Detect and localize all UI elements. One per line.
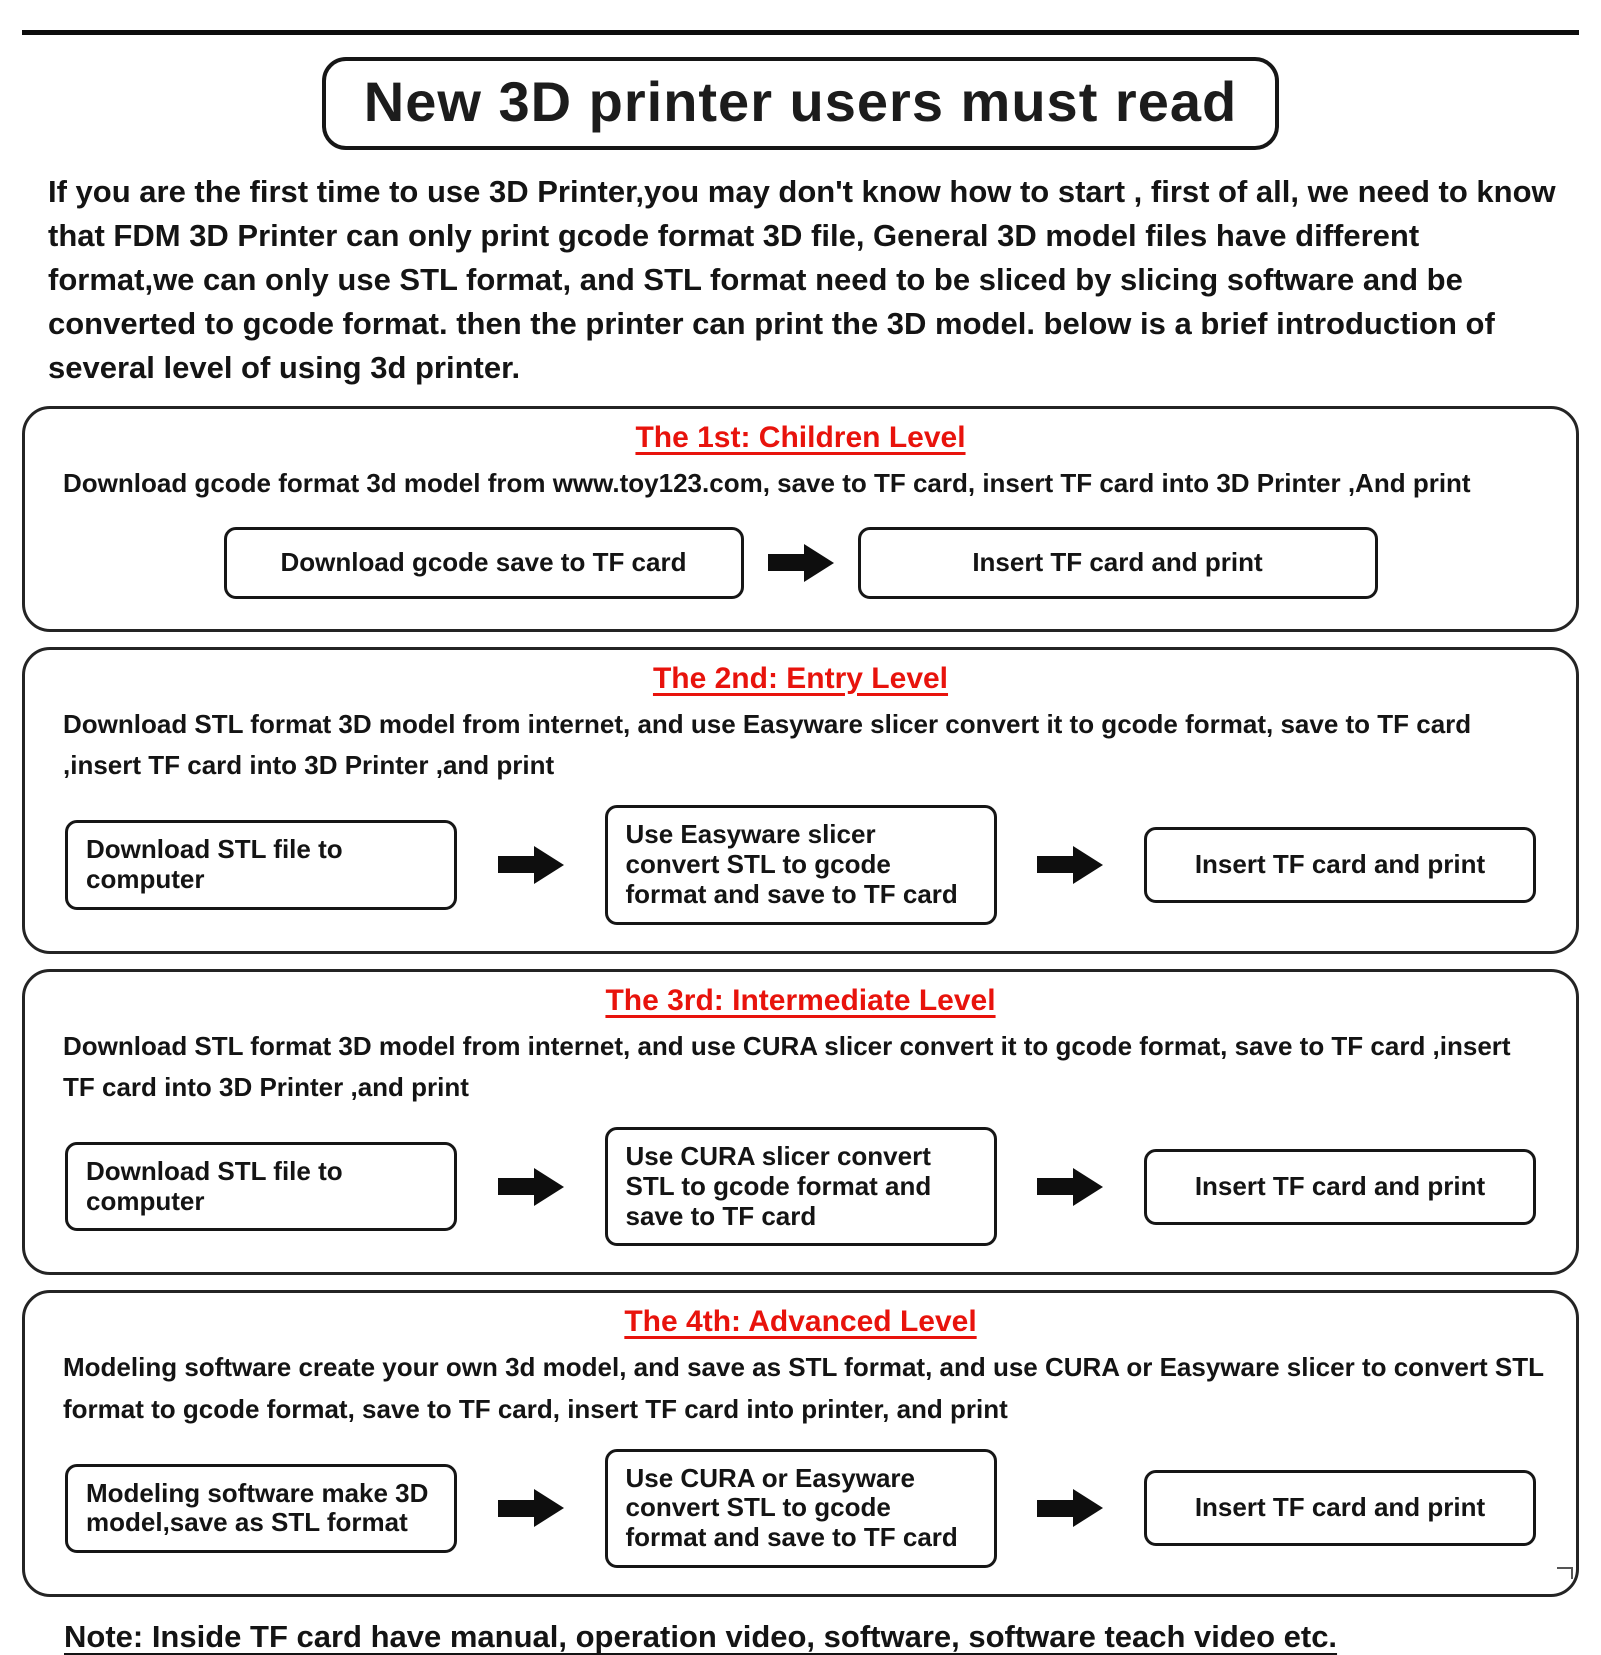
arrow-right-icon [497,845,564,884]
section-1-heading: The 1st: Children Level [635,421,966,455]
bottom-note: Note: Inside TF card have manual, operat… [64,1619,1338,1655]
arrow-right-icon [1037,1167,1104,1206]
instruction-page: New 3D printer users must read If you ar… [0,30,1601,1654]
flow-step: Use CURA slicer convert STL to gcode for… [604,1126,997,1247]
section-2-description: Download STL format 3D model from intern… [63,708,1472,781]
corner-mark [1557,1567,1573,1579]
flow-step: Modeling software make 3D model,save as … [65,1463,457,1554]
flow-step: Download STL file to computer [65,1141,457,1232]
arrow-right-icon [1037,845,1104,884]
intro-paragraph: If you are the first time to use 3D Prin… [48,174,1556,386]
section-4-description: Modeling software create your own 3d mod… [63,1352,1544,1424]
arrow-right-icon [497,1167,564,1206]
flow-step: Insert TF card and print [1144,1148,1536,1225]
flow-step: Insert TF card and print [1144,1470,1536,1547]
section-advanced-level: The 4th: Advanced Level Modeling softwar… [22,1290,1579,1598]
section-4-heading: The 4th: Advanced Level [624,1305,977,1339]
page-title: New 3D printer users must read [321,57,1280,150]
arrow-right-icon [1037,1489,1104,1528]
section-3-heading: The 3rd: Intermediate Level [605,983,996,1017]
flow-step: Use CURA or Easyware convert STL to gcod… [604,1448,997,1569]
section-1-flow: Download gcode save to TF card Insert TF… [47,521,1554,607]
page-title-text: New 3D printer users must read [363,70,1238,133]
section-4-flow: Modeling software make 3D model,save as … [47,1447,1554,1573]
flow-step: Insert TF card and print [1144,826,1536,903]
flow-step: Insert TF card and print [857,526,1378,599]
section-children-level: The 1st: Children Level Download gcode f… [22,406,1579,632]
top-divider [22,30,1579,35]
section-1-description: Download gcode format 3d model from www.… [63,468,1471,499]
section-2-heading: The 2nd: Entry Level [652,661,949,695]
section-entry-level: The 2nd: Entry Level Download STL format… [22,646,1579,954]
arrow-right-icon [497,1489,564,1528]
flow-step: Use Easyware slicer convert STL to gcode… [604,804,997,925]
section-3-description: Download STL format 3D model from intern… [63,1030,1511,1103]
section-2-flow: Download STL file to computer Use Easywa… [47,803,1554,929]
flow-step: Download gcode save to TF card [223,526,744,599]
flow-step: Download STL file to computer [65,819,457,910]
arrow-right-icon [767,543,834,582]
section-3-flow: Download STL file to computer Use CURA s… [47,1125,1554,1251]
section-intermediate-level: The 3rd: Intermediate Level Download STL… [22,968,1579,1276]
